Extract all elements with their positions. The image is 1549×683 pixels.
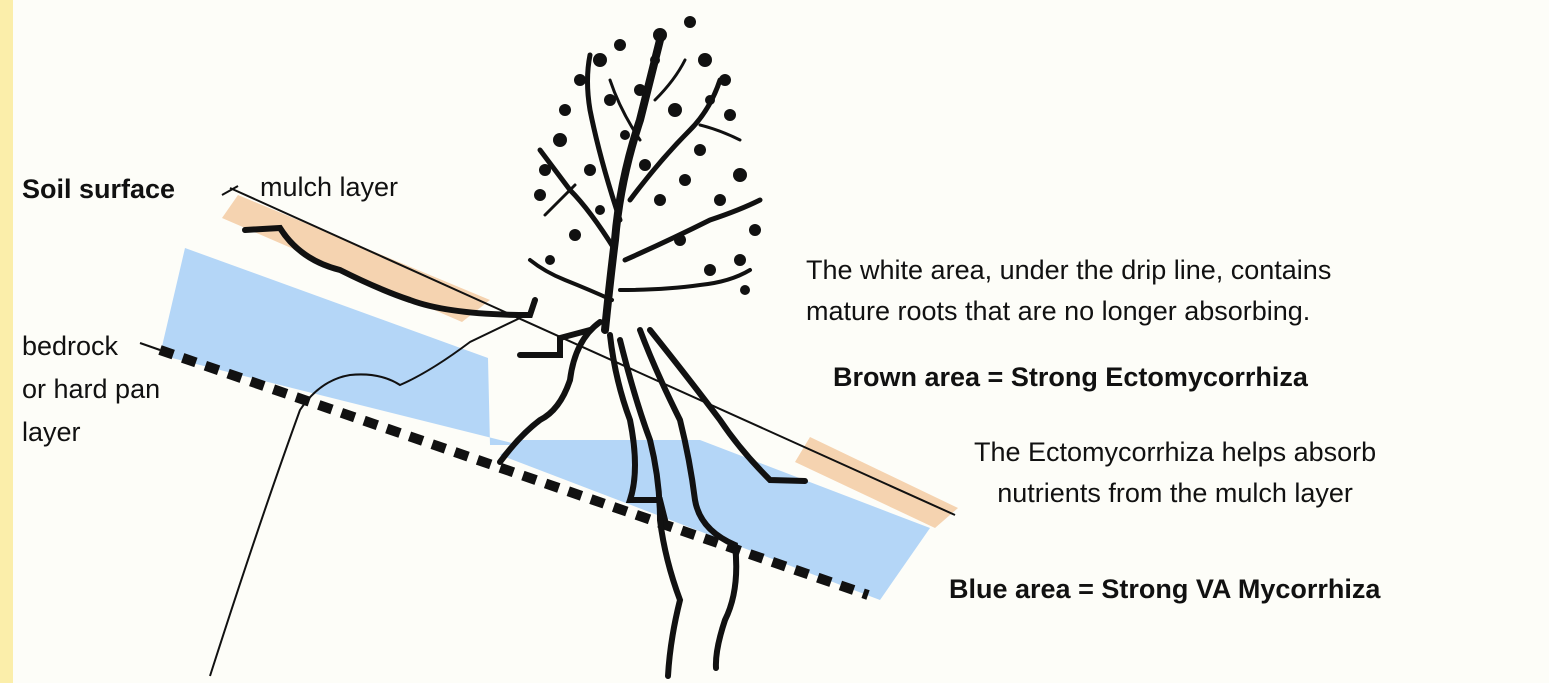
ectomycorrhiza-note-line: The Ectomycorrhiza helps absorb [974, 432, 1376, 473]
ectomycorrhiza-note: The Ectomycorrhiza helps absorb nutrient… [974, 432, 1376, 514]
ectomycorrhiza-note-line: nutrients from the mulch layer [974, 473, 1376, 514]
brown-area-label: Brown area = Strong Ectomycorrhiza [833, 362, 1308, 393]
white-area-note: The white area, under the drip line, con… [806, 250, 1331, 332]
white-area-note-line: mature roots that are no longer absorbin… [806, 291, 1331, 332]
blue-area-label: Blue area = Strong VA Mycorrhiza [949, 574, 1380, 605]
mulch-layer-label: mulch layer [260, 172, 398, 203]
bedrock-label-line: bedrock [22, 325, 160, 368]
tree-foliage [534, 16, 761, 295]
bedrock-label: bedrock or hard pan layer [22, 325, 160, 454]
bedrock-label-line: layer [22, 411, 160, 454]
white-area-note-line: The white area, under the drip line, con… [806, 250, 1331, 291]
bedrock-label-line: or hard pan [22, 368, 160, 411]
soil-surface-label: Soil surface [22, 174, 175, 205]
blue-area-left [160, 248, 520, 445]
